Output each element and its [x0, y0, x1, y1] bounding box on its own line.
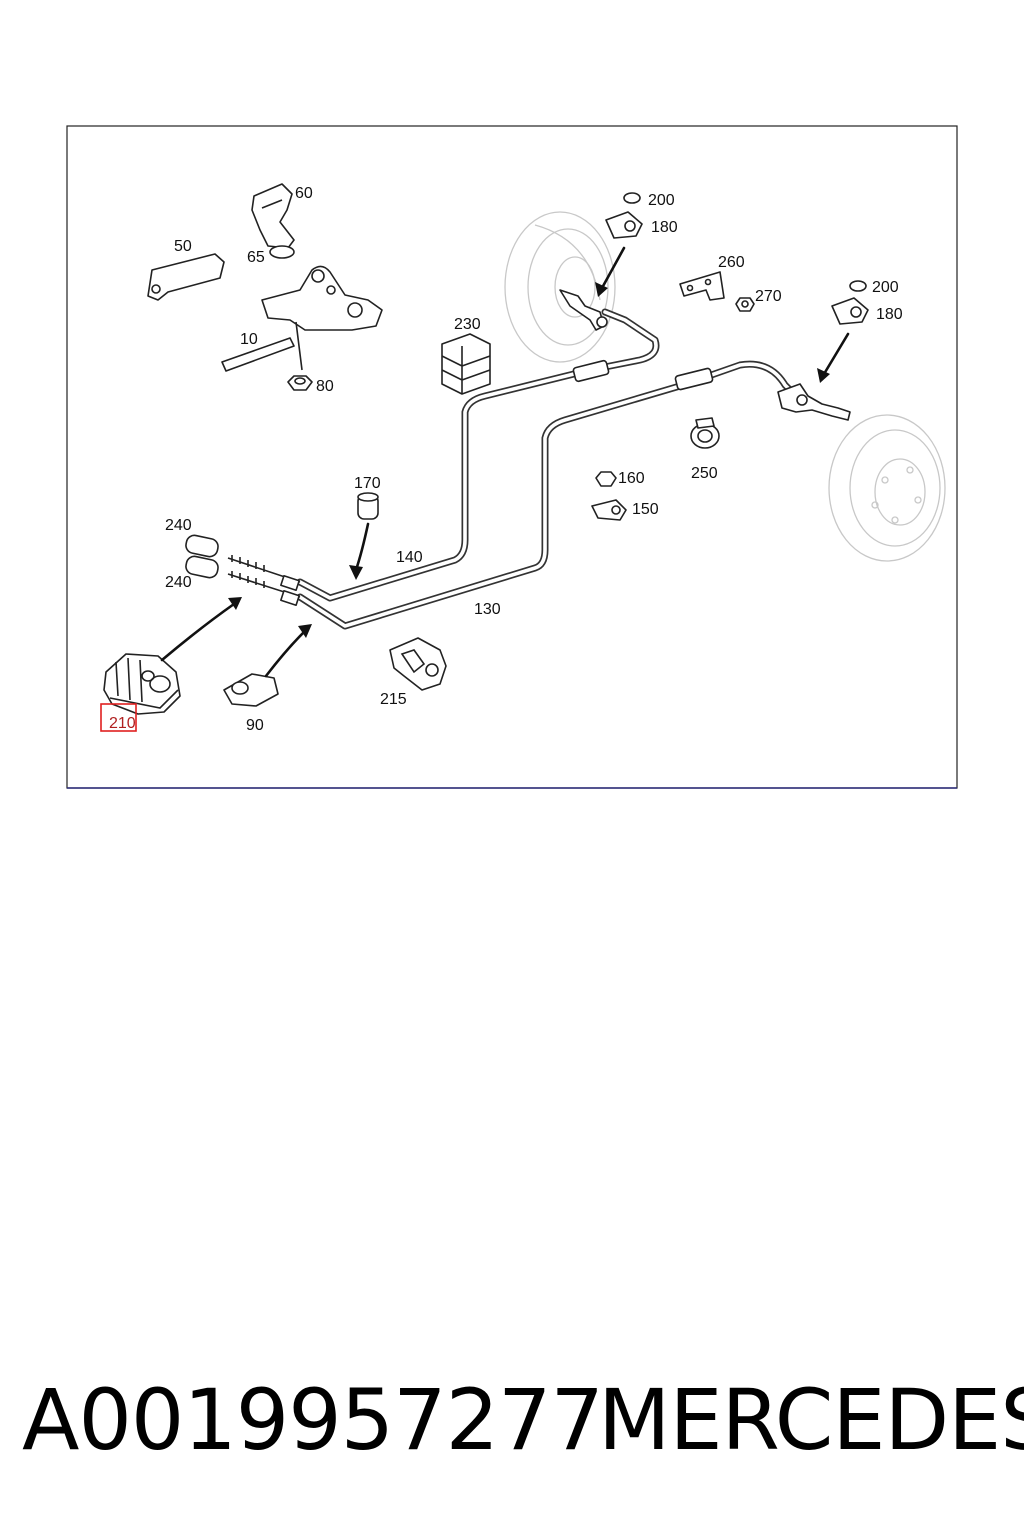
part-260-bracket: [679, 271, 725, 301]
callout-260: 260: [718, 254, 745, 271]
part-215-holder: [389, 637, 447, 691]
callout-250: 250: [691, 465, 718, 482]
part-230-block: [441, 333, 491, 395]
highlight-box-210: [100, 703, 137, 732]
cable-end-fitting-right-drum: [777, 383, 851, 421]
callout-270: 270: [755, 288, 782, 305]
callout-170: 170: [354, 475, 381, 492]
pointer-arrow-180-right: [817, 332, 850, 383]
part-180-clip-right: [831, 297, 869, 325]
callout-215: 215: [380, 691, 407, 708]
cable-end-fitting-left-drum: [559, 289, 608, 331]
callout-180-upper: 180: [651, 219, 678, 236]
callout-50: 50: [174, 238, 192, 255]
callout-80: 80: [316, 378, 334, 395]
part-10-lever: [221, 265, 383, 372]
part-50-bracket: [147, 253, 225, 301]
brake-drum-left: [504, 211, 616, 363]
cable-140: [296, 308, 660, 602]
part-200-washer-upper: [623, 192, 641, 204]
pointer-arrow-170: [349, 522, 370, 580]
callout-180-right: 180: [876, 306, 903, 323]
callout-240-upper: 240: [165, 517, 192, 534]
cable-threaded-ends: [227, 555, 301, 607]
callout-240-lower: 240: [165, 574, 192, 591]
callout-10: 10: [240, 331, 258, 348]
brand-name: MERCEDES: [598, 1371, 1024, 1469]
pointer-arrow-210: [160, 597, 242, 662]
part-160-nut: [595, 471, 617, 487]
callout-200-upper: 200: [648, 192, 675, 209]
part-180-clip-upper: [605, 211, 643, 239]
callout-210: 210: [109, 715, 136, 732]
pointer-arrow-90: [264, 624, 312, 678]
part-90-cap: [223, 673, 279, 707]
callout-150: 150: [632, 501, 659, 518]
part-270-nut: [735, 297, 755, 312]
footer: A0019957277 MERCEDES: [0, 1360, 1024, 1480]
cable-130: [296, 360, 809, 630]
part-210-cable-holder: [103, 653, 181, 715]
callout-200-right: 200: [872, 279, 899, 296]
part-170-grommet: [357, 492, 379, 520]
callout-65: 65: [247, 249, 265, 266]
part-number: A0019957277: [22, 1371, 604, 1469]
pointer-arrow-180-upper: [595, 246, 626, 297]
part-65-ring: [269, 245, 295, 259]
callout-230: 230: [454, 316, 481, 333]
callout-130: 130: [474, 601, 501, 618]
part-240-sleeves: [185, 534, 219, 579]
part-80-nut: [287, 375, 313, 391]
part-60-clip: [251, 183, 295, 249]
part-150-clip: [591, 499, 627, 521]
callout-60: 60: [295, 185, 313, 202]
part-200-washer-right: [849, 280, 867, 292]
callout-90: 90: [246, 717, 264, 734]
callout-160: 160: [618, 470, 645, 487]
brake-drum-right: [828, 414, 946, 562]
callout-140: 140: [396, 549, 423, 566]
part-250-clamp: [690, 417, 720, 449]
